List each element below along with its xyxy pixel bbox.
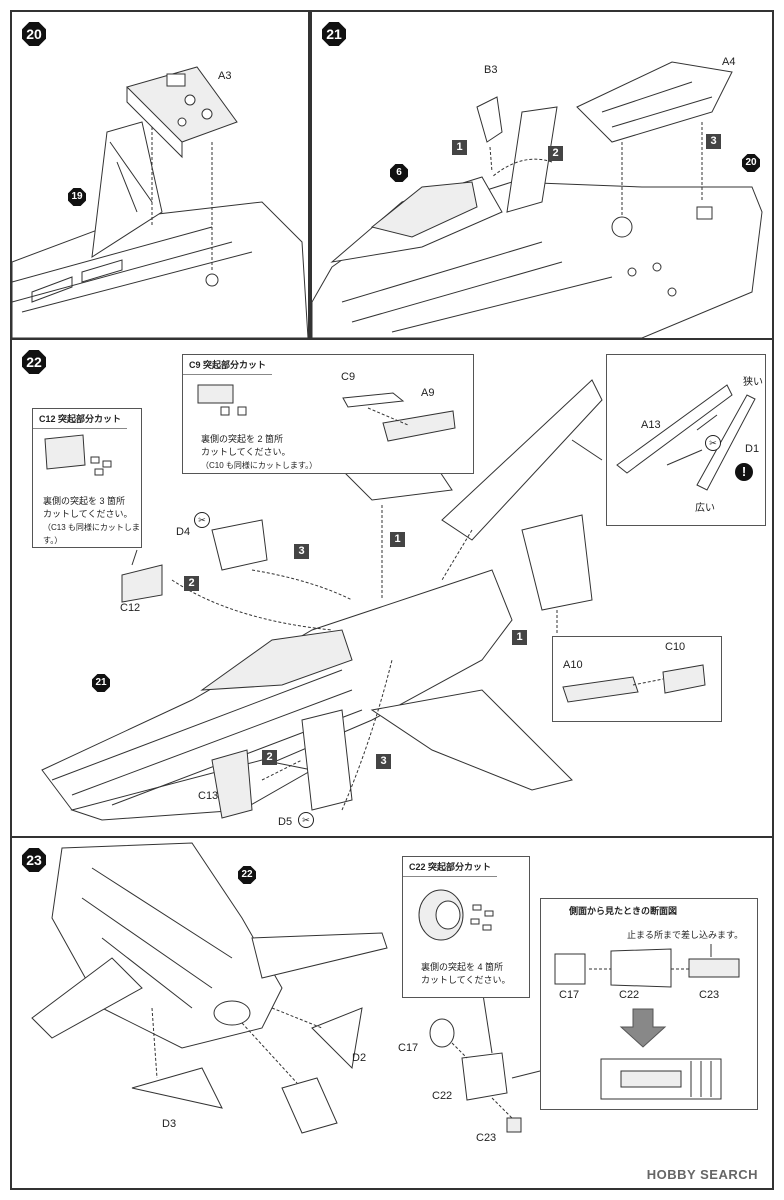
sequence-1-badge: 1 [452,140,467,155]
down-arrow-icon [619,1008,667,1048]
ref-step-6-badge: 6 [390,164,408,182]
step-23-illustration [31,842,553,1134]
part-c12-label: C12 [120,602,141,614]
step-20-badge: 20 [22,22,46,46]
insert-note: 止まる所まで差し込みます。 [627,930,744,940]
a10-c10-drawing [562,664,706,703]
part-c10-label: C10 [665,641,686,653]
c12-cut-title: C12 突起部分カット [33,409,128,429]
sequence-1-badge: 1 [512,630,527,645]
part-d5-label: D5 [278,816,293,828]
section-c17-label: C17 [559,989,580,1001]
part-b3-label: B3 [484,64,498,76]
decal-icon: ✂ [298,812,314,828]
part-d1-label: D1 [745,443,760,455]
d1-fit-callout: A13 D1 狭い 広い ✂ ! [606,354,766,526]
c9-cut-note: 裏側の突起を 2 箇所 カットしてください。 （C10 も同様にカットします。） [201,434,318,470]
part-c9-label: C9 [341,371,356,383]
c12-cut-callout: C12 突起部分カット 裏側の突起を 3 箇所 カットしてください。 （C13 … [32,408,142,548]
part-d3-label: D3 [162,1118,177,1130]
step-22-panel: 22 C9 突 [10,338,774,838]
ref-step-22-badge: 22 [238,866,256,884]
c9-cut-drawing [197,384,456,442]
part-a4-label: A4 [722,56,736,68]
part-c13-label: C13 [198,790,219,802]
part-c17-label: C17 [398,1042,419,1054]
c22-cut-drawing [418,889,494,941]
cross-section-callout: 側面から見たときの断面図 止まる所まで差し込みます。 C17 C22 C23 [540,898,758,1110]
warning-icon: ! [735,463,753,481]
part-c22-label: C22 [432,1090,453,1102]
ref-step-21-badge: 21 [92,674,110,692]
sequence-3-badge: 3 [706,134,721,149]
c9-cut-callout: C9 突起部分カット C9 A9 裏側の突起を 2 箇所 カットしてください。 … [182,354,474,474]
ref-step-20-badge: 20 [742,154,760,172]
narrow-label: 狭い [743,377,763,388]
c22-cut-note: 裏側の突起を 4 箇所 カットしてください。 [421,962,511,985]
part-a9-label: A9 [421,387,435,399]
d1-fit-drawing [616,384,756,491]
sequence-2-badge: 2 [184,576,199,591]
c12-cut-drawing [44,434,112,476]
decal-icon: ✂ [705,435,721,451]
ref-step-19-badge: 19 [68,188,86,206]
part-d4-label: D4 [176,526,191,538]
step-20-illustration [12,66,308,338]
section-c22-label: C22 [619,989,640,1001]
sequence-3-badge: 3 [294,544,309,559]
part-a13-label: A13 [641,419,661,431]
c22-cut-title: C22 突起部分カット [403,857,498,877]
step-23-badge: 23 [22,848,46,872]
step-21-badge: 21 [322,22,346,46]
part-d2-label: D2 [352,1052,367,1064]
c9-cut-title: C9 突起部分カット [183,355,273,375]
section-c23-label: C23 [699,989,720,1001]
step-22-illustration [41,379,603,821]
step-23-panel: 23 22 D2 D3 C22 突起部分カット [10,836,774,1190]
part-c23-label: C23 [476,1132,497,1144]
sequence-2-badge: 2 [548,146,563,161]
wide-label: 広い [695,503,715,514]
step-22-badge: 22 [22,350,46,374]
sequence-1-badge: 1 [390,532,405,547]
c12-cut-note: 裏側の突起を 3 箇所 カットしてください。 （C13 も同様にカットします。） [43,496,140,545]
step-21-panel: 21 B3 A4 6 20 1 2 3 [310,10,774,340]
a10-c10-callout: A10 C10 [552,636,722,722]
part-a3-label: A3 [218,70,232,82]
step-20-panel: 20 A3 19 [10,10,310,340]
c22-cut-callout: C22 突起部分カット 裏側の突起を 4 箇所 カットしてください。 [402,856,530,998]
cross-section-title: 側面から見たときの断面図 [569,906,678,916]
step-21-illustration [312,61,763,338]
cross-section-drawing [554,944,740,1100]
decal-icon: ✂ [194,512,210,528]
sequence-2-badge: 2 [262,750,277,765]
part-a10-label: A10 [563,659,583,671]
sequence-3-badge: 3 [376,754,391,769]
hobby-search-watermark: HOBBY SEARCH [646,1167,758,1182]
